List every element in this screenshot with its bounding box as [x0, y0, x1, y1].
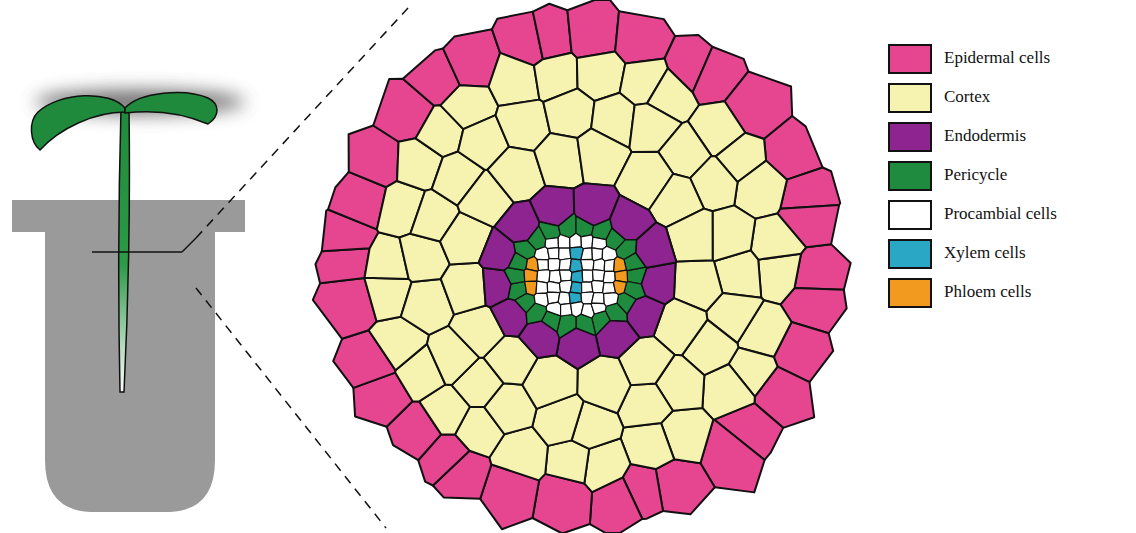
plant-cell	[751, 213, 806, 259]
plant-cell	[570, 233, 582, 248]
legend-item: Pericycle	[888, 161, 1128, 200]
plant-cell	[567, 0, 619, 58]
plant-cell	[582, 270, 593, 282]
legend-item: Phloem cells	[888, 278, 1128, 317]
plant-cell	[780, 168, 840, 209]
plant-cell	[545, 440, 589, 483]
plant-cell	[581, 259, 594, 270]
plant-cell	[441, 263, 486, 315]
plant-cell	[758, 254, 801, 305]
plant-cell	[581, 235, 593, 249]
plant-cell	[524, 269, 537, 282]
plant-cell	[591, 303, 606, 314]
plant-cell	[536, 281, 548, 293]
cotyledon	[31, 96, 125, 150]
plant-cell	[315, 248, 369, 283]
legend: Epidermal cellsCortexEndodermisPericycle…	[888, 44, 1128, 317]
cotyledon	[125, 93, 217, 124]
legend-label: Phloem cells	[944, 282, 1031, 302]
legend-swatch	[888, 161, 932, 191]
plant-cell	[603, 271, 615, 282]
plant-cell	[624, 253, 646, 271]
legend-item: Cortex	[888, 83, 1128, 122]
legend-item: Xylem cells	[888, 239, 1128, 278]
legend-label: Endodermis	[944, 126, 1026, 146]
legend-item: Epidermal cells	[888, 44, 1128, 83]
stem-root	[119, 108, 130, 392]
plant-cell	[581, 248, 592, 260]
plant-cell	[558, 213, 576, 238]
seedling	[12, 8, 408, 528]
legend-swatch	[888, 200, 932, 230]
plant-cell	[592, 293, 605, 304]
legend-swatch	[888, 44, 932, 74]
legend-swatch	[888, 239, 932, 269]
cross-section	[313, 0, 851, 533]
plant-cell	[656, 459, 715, 514]
plant-cell	[558, 234, 570, 248]
plant-cell	[537, 259, 548, 270]
plant-cell	[558, 292, 570, 305]
legend-label: Epidermal cells	[944, 48, 1050, 68]
plant-cell	[571, 270, 583, 282]
legend-swatch	[888, 122, 932, 152]
plant-cell	[604, 293, 619, 307]
plant-cell	[548, 258, 560, 270]
plant-cell	[713, 205, 756, 261]
legend-label: Xylem cells	[944, 243, 1026, 263]
plant-cell	[559, 270, 571, 281]
legend-item: Endodermis	[888, 122, 1128, 161]
plant-cell	[593, 259, 605, 271]
plant-cell	[525, 281, 537, 295]
section-line	[92, 251, 182, 253]
legend-label: Procambial cells	[944, 204, 1057, 224]
plant-cell	[534, 133, 584, 189]
legend-swatch	[888, 83, 932, 113]
plant-cell	[547, 281, 560, 292]
plant-cell	[576, 216, 594, 237]
legend-swatch	[888, 278, 932, 308]
legend-label: Pericycle	[944, 165, 1007, 185]
legend-item: Procambial cells	[888, 200, 1128, 239]
plant-cell	[533, 4, 572, 59]
plant-cell	[546, 302, 560, 316]
legend-label: Cortex	[944, 87, 990, 107]
plant-cell	[592, 280, 604, 292]
section-line	[182, 238, 196, 252]
plant-cell	[604, 259, 614, 271]
plant-cell	[534, 293, 548, 307]
plant-cell	[545, 238, 558, 249]
plant-cell	[539, 222, 560, 239]
plant-cell	[547, 248, 559, 259]
plant-cell	[489, 53, 540, 106]
plant-cell	[613, 280, 626, 294]
